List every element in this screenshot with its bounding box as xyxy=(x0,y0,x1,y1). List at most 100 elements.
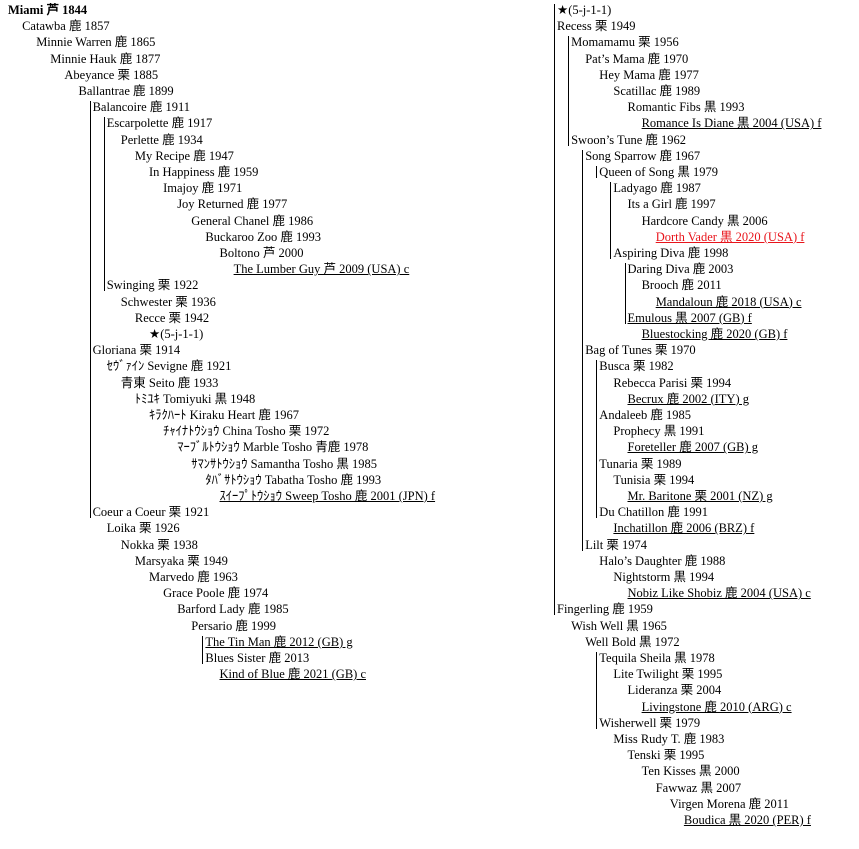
tree-connector-line xyxy=(103,117,105,292)
pedigree-entry: Recce 栗 1942 xyxy=(134,310,210,325)
tree-connector-line xyxy=(596,652,598,729)
pedigree-entry: Minnie Hauk 鹿 1877 xyxy=(50,51,161,66)
pedigree-entry: Swinging 栗 1922 xyxy=(106,278,199,293)
pedigree-entry: ★(5-j-1-1) xyxy=(149,327,204,341)
pedigree-entry: Ladyago 鹿 1987 xyxy=(613,181,701,196)
pedigree-entry: Daring Diva 鹿 2003 xyxy=(627,262,734,277)
pedigree-entry: Persario 鹿 1999 xyxy=(191,618,277,633)
pedigree-entry: Kind of Blue 鹿 2021 (GB) c xyxy=(219,667,367,682)
pedigree-entry: Halo’s Daughter 鹿 1988 xyxy=(599,553,726,568)
pedigree-entry: ﾄﾐﾕｷ Tomiyuki 黒 1948 xyxy=(134,391,256,406)
pedigree-entry: Momamamu 栗 1956 xyxy=(571,35,679,50)
pedigree-entry: Inchatillon 鹿 2006 (BRZ) f xyxy=(613,521,755,536)
pedigree-entry: Du Chatillon 鹿 1991 xyxy=(599,505,708,520)
pedigree-entry: Ballantrae 鹿 1899 xyxy=(78,84,174,98)
pedigree-entry: My Recipe 鹿 1947 xyxy=(134,148,234,163)
pedigree-entry: Brooch 鹿 2011 xyxy=(641,278,722,293)
pedigree-entry: Blues Sister 鹿 2013 xyxy=(205,651,310,665)
pedigree-entry: ﾏｰﾌﾞﾙﾄｳｼｮｳ Marble Tosho 青鹿 1978 xyxy=(177,440,369,455)
pedigree-entry: Andaleeb 鹿 1985 xyxy=(599,408,691,422)
pedigree-entry: Gloriana 栗 1914 xyxy=(92,343,181,358)
pedigree-entry: Ten Kisses 黒 2000 xyxy=(641,764,740,779)
pedigree-entry: Schwester 栗 1936 xyxy=(120,294,216,309)
pedigree-entry: ﾀﾊﾞｻﾄｳｼｮｳ Tabatha Tosho 鹿 1993 xyxy=(205,472,382,487)
pedigree-entry: ｾｳﾞｧｲﾝ Sevigne 鹿 1921 xyxy=(106,359,232,374)
pedigree-entry: Nightstorm 黒 1994 xyxy=(613,570,715,584)
pedigree-entry: Miami 芦 1844 xyxy=(8,3,88,17)
pedigree-entry: Well Bold 黒 1972 xyxy=(585,634,680,649)
pedigree-entry: Bluestocking 鹿 2020 (GB) f xyxy=(641,327,788,341)
pedigree-entry: Boudica 黒 2020 (PER) f xyxy=(683,813,811,827)
tree-connector-line xyxy=(554,4,555,616)
pedigree-entry: Swoon’s Tune 鹿 1962 xyxy=(571,132,687,147)
pedigree-entry: Marvedo 鹿 1963 xyxy=(149,570,238,584)
pedigree-entry: Catawba 鹿 1857 xyxy=(22,19,110,34)
pedigree-entry: The Lumber Guy 芦 2009 (USA) c xyxy=(233,262,410,277)
pedigree-entry: Hey Mama 鹿 1977 xyxy=(599,67,699,82)
pedigree-entry: Dorth Vader 黒 2020 (USA) f xyxy=(655,229,805,244)
pedigree-entry: Imajoy 鹿 1971 xyxy=(163,181,243,196)
pedigree-entry: Lite Twilight 栗 1995 xyxy=(613,667,723,682)
pedigree-entry: Nokka 栗 1938 xyxy=(120,537,198,552)
pedigree-entry: Becrux 鹿 2002 (ITY) g xyxy=(627,391,750,406)
pedigree-entry: In Happiness 鹿 1959 xyxy=(149,165,259,179)
tree-connector-line xyxy=(610,182,612,259)
pedigree-entry: Mandaloun 鹿 2018 (USA) c xyxy=(655,294,802,309)
pedigree-entry: Nobiz Like Shobiz 鹿 2004 (USA) c xyxy=(627,586,811,601)
pedigree-entry: Marsyaka 栗 1949 xyxy=(134,553,228,568)
pedigree-entry: Foreteller 鹿 2007 (GB) g xyxy=(627,440,759,455)
tree-connector-line xyxy=(596,166,598,178)
pedigree-entry: Tequila Sheila 黒 1978 xyxy=(599,651,715,665)
pedigree-entry: Romantic Fibs 黒 1993 xyxy=(627,100,745,115)
pedigree-entry: Tunisia 栗 1994 xyxy=(613,472,695,487)
pedigree-entry: Pat’s Mama 鹿 1970 xyxy=(585,51,689,66)
pedigree-entry: Grace Poole 鹿 1974 xyxy=(163,586,269,601)
pedigree-entry: Barford Lady 鹿 1985 xyxy=(177,602,289,617)
pedigree-entry: Loika 栗 1926 xyxy=(106,521,180,536)
pedigree-entry: ｷﾗｸﾊｰﾄ Kiraku Heart 鹿 1967 xyxy=(149,408,299,422)
pedigree-entry: Song Sparrow 鹿 1967 xyxy=(585,148,701,163)
pedigree-entry: Tenski 栗 1995 xyxy=(627,748,705,763)
pedigree-entry: Boltono 芦 2000 xyxy=(219,246,304,260)
pedigree-entry: Coeur a Coeur 栗 1921 xyxy=(92,505,210,520)
pedigree-entry: General Chanel 鹿 1986 xyxy=(191,213,314,228)
pedigree-entry: Scatillac 鹿 1989 xyxy=(613,84,701,98)
pedigree-entry: Busca 栗 1982 xyxy=(599,359,674,374)
pedigree-entry: ★(5-j-1-1) xyxy=(557,3,612,17)
pedigree-entry: The Tin Man 鹿 2012 (GB) g xyxy=(205,634,353,649)
pedigree-entry: Lilt 栗 1974 xyxy=(585,537,647,552)
tree-connector-line xyxy=(568,36,570,146)
tree-connector-line xyxy=(202,635,204,664)
pedigree-entry: Lideranza 栗 2004 xyxy=(627,683,722,698)
tree-connector-line xyxy=(596,360,598,519)
pedigree-entry: Miss Rudy T. 鹿 1983 xyxy=(613,732,725,746)
pedigree-entry: Joy Returned 鹿 1977 xyxy=(177,197,288,212)
tree-connector-line xyxy=(624,263,626,324)
pedigree-entry: Its a Girl 鹿 1997 xyxy=(627,197,716,212)
pedigree-entry: Hardcore Candy 黒 2006 xyxy=(641,213,768,228)
tree-connector-line xyxy=(582,149,584,551)
pedigree-entry: Tunaria 栗 1989 xyxy=(599,456,682,471)
pedigree-entry: Wish Well 黒 1965 xyxy=(571,618,667,633)
pedigree-entry: Mr. Baritone 栗 2001 (NZ) g xyxy=(627,489,773,503)
pedigree-entry: Recess 栗 1949 xyxy=(557,19,636,34)
pedigree-entry: Bag of Tunes 栗 1970 xyxy=(585,343,696,358)
pedigree-entry: Fawwaz 黒 2007 xyxy=(655,780,742,795)
pedigree-entry: Emulous 黒 2007 (GB) f xyxy=(627,310,752,325)
pedigree-entry: Virgen Morena 鹿 2011 xyxy=(669,796,789,811)
pedigree-entry: ｻﾏﾝｻﾄｳｼｮｳ Samantha Tosho 黒 1985 xyxy=(191,456,377,471)
pedigree-entry: Queen of Song 黒 1979 xyxy=(599,165,719,179)
pedigree-entry: Aspiring Diva 鹿 1998 xyxy=(613,246,729,260)
pedigree-entry: Prophecy 黒 1991 xyxy=(613,424,705,439)
pedigree-entry: Livingstone 鹿 2010 (ARG) c xyxy=(641,699,792,714)
pedigree-entry: Wisherwell 栗 1979 xyxy=(599,715,701,730)
pedigree-entry: ﾁｬｲﾅﾄｳｼｮｳ China Tosho 栗 1972 xyxy=(163,424,330,439)
tree-connector-line xyxy=(89,101,91,519)
pedigree-entry: Buckaroo Zoo 鹿 1993 xyxy=(205,229,321,244)
pedigree-entry: Balancoire 鹿 1911 xyxy=(92,100,191,115)
pedigree-entry: Romance Is Diane 黒 2004 (USA) f xyxy=(641,116,822,131)
pedigree-entry: 青東 Seito 鹿 1933 xyxy=(120,375,219,390)
pedigree-entry: Abeyance 栗 1885 xyxy=(64,67,159,82)
pedigree-entry: Escarpolette 鹿 1917 xyxy=(106,116,213,131)
pedigree-entry: ｽｲｰﾌﾟﾄｳｼｮｳ Sweep Tosho 鹿 2001 (JPN) f xyxy=(219,489,436,503)
